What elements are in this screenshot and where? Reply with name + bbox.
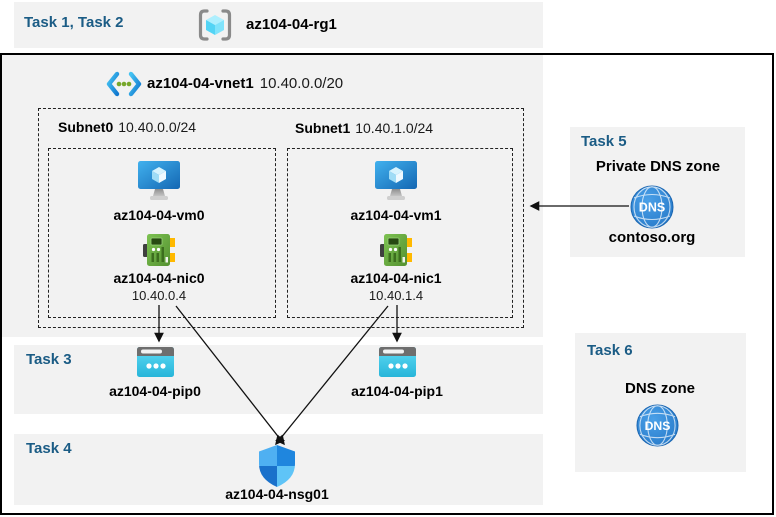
dns-zone-icon: DNS [636, 404, 679, 447]
pip1-icon [379, 347, 416, 377]
nsg-shield-icon [259, 445, 295, 487]
dns-zone-icon-label: DNS [645, 419, 671, 433]
nic1-label: az104-04-nic1 [350, 270, 442, 286]
vnet-name: az104-04-vnet1 [147, 75, 254, 92]
nic1-icon [380, 234, 412, 266]
private-dns-icon: DNS [630, 185, 674, 229]
nic0-ip: 10.40.0.4 [131, 288, 187, 303]
dns-zone-title: DNS zone [624, 380, 695, 397]
pip0-label: az104-04-pip0 [109, 383, 201, 399]
task3-heading: Task 3 [26, 351, 72, 368]
subnet0-box [48, 148, 276, 318]
vm0-label: az104-04-vm0 [113, 207, 205, 223]
resource-group-bar: Task 1, Task 2 [14, 2, 543, 48]
subnet1-cidr: 10.40.1.0/24 [355, 120, 434, 136]
pip0-icon [137, 347, 174, 377]
subnet0-cidr: 10.40.0.0/24 [118, 119, 197, 135]
task3-bar: Task 3 [14, 345, 543, 414]
nsg-label: az104-04-nsg01 [225, 486, 329, 502]
task6-heading: Task 6 [587, 342, 633, 359]
nic0-icon [143, 234, 175, 266]
vnet-header: az104-04-vnet1 10.40.0.0/20 [147, 75, 343, 92]
task6-panel: Task 6 [575, 333, 746, 472]
private-dns-zone-title: Private DNS zone [595, 158, 721, 175]
private-dns-icon-label: DNS [639, 201, 665, 215]
vm1-icon [375, 161, 417, 200]
subnet1-box [287, 148, 513, 318]
vnet-box [2, 55, 543, 337]
virtual-network-icon [106, 71, 142, 97]
nic1-ip: 10.40.1.4 [368, 288, 424, 303]
nic0-label: az104-04-nic0 [113, 270, 205, 286]
vnet-cidr: 10.40.0.0/20 [259, 75, 344, 92]
pip1-label: az104-04-pip1 [351, 383, 443, 399]
subnet0-name: Subnet0 [58, 119, 114, 135]
resource-group-icon [198, 9, 232, 41]
task5-heading: Task 5 [581, 133, 627, 150]
resource-group-name: az104-04-rg1 [246, 16, 337, 33]
task4-heading: Task 4 [26, 440, 72, 457]
private-dns-zone-name: contoso.org [608, 229, 696, 246]
vm0-icon [138, 161, 180, 200]
subnet1-name: Subnet1 [295, 120, 351, 136]
vm1-label: az104-04-vm1 [350, 207, 442, 223]
task-1-2-heading: Task 1, Task 2 [24, 14, 124, 31]
